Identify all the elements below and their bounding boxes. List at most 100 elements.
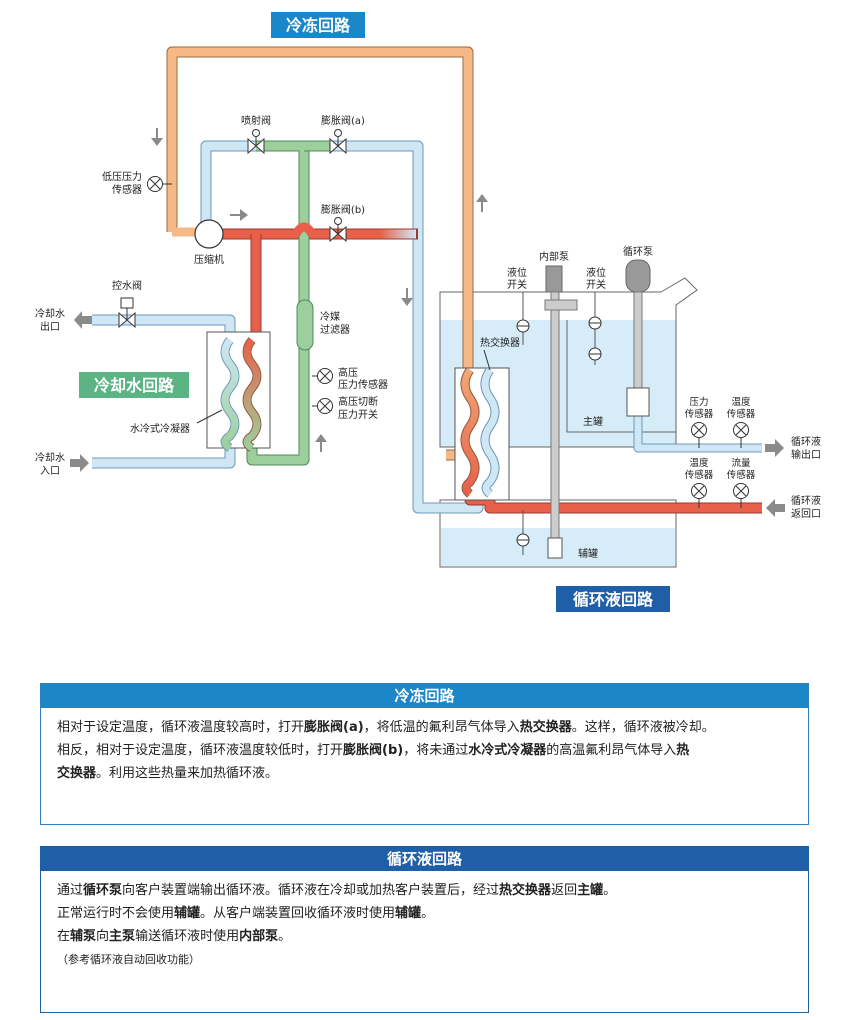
liquid-line-pipe bbox=[246, 140, 330, 466]
label-injection-valve: 喷射阀 bbox=[241, 114, 271, 127]
circulating-note: （参考循环液自动回收功能） bbox=[57, 953, 200, 966]
text-segment: 返回 bbox=[551, 883, 578, 898]
circulating-line-3: 在辅泵向主泵输送循环液时使用内部泵。 bbox=[57, 925, 792, 948]
label-fluid-return-1: 循环液 bbox=[791, 494, 821, 507]
label-circulation-pump: 循环泵 bbox=[623, 245, 653, 258]
title-refrigeration: 冷冻回路 bbox=[286, 16, 351, 35]
label-high-pressure-switch-1: 高压切断 bbox=[338, 395, 378, 408]
low-pressure-sensor-icon bbox=[147, 176, 172, 192]
text-segment: 通过 bbox=[57, 883, 84, 898]
label-flow-sensor-1: 流量 bbox=[731, 457, 751, 469]
label-pressure-sensor-2: 传感器 bbox=[685, 408, 714, 420]
refrigeration-line-3: 交换器。利用这些热量来加热循环液。 bbox=[57, 762, 792, 785]
bold-segment: 热 bbox=[676, 743, 690, 758]
arrow-right-icon bbox=[70, 454, 89, 472]
circulating-line-1: 通过循环泵向客户装置端输出循环液。循环液在冷却或加热客户装置后，经过热交换器返回… bbox=[57, 879, 792, 902]
arrow-up-icon bbox=[476, 194, 488, 212]
label-temp-sensor-bottom-1: 温度 bbox=[689, 457, 709, 469]
label-temp-sensor-top-1: 温度 bbox=[731, 396, 751, 408]
label-temp-sensor-top-2: 传感器 bbox=[727, 408, 756, 420]
label-level-switch-left-2: 开关 bbox=[507, 278, 527, 291]
title-circulating: 循环液回路 bbox=[573, 590, 654, 609]
text-segment: ，将未通过 bbox=[403, 743, 469, 758]
level-switch-aux bbox=[516, 510, 530, 555]
bold-segment: 循环泵 bbox=[83, 883, 123, 898]
refrigeration-line-2: 相反，相对于设定温度，循环液温度较低时，打开膨胀阀(b)，将未通过水冷式冷凝器的… bbox=[57, 739, 792, 762]
system-diagram: 冷冻回路 冷却水回路 循环液回路 喷射阀 膨胀阀(a) 膨胀阀(b) 低压压力 … bbox=[35, 12, 821, 612]
hot-gas-pipe bbox=[222, 228, 418, 346]
circulating-panel: 循环液回路 通过循环泵向客户装置端输出循环液。循环液在冷却或加热客户装置后，经过… bbox=[40, 846, 809, 1013]
label-aux-tank: 辅罐 bbox=[578, 547, 598, 560]
label-level-switch-right-1: 液位 bbox=[586, 266, 606, 279]
flow-sensor-icon bbox=[733, 483, 749, 508]
water-cooled-condenser bbox=[206, 331, 271, 452]
bold-segment: 热交换器 bbox=[519, 720, 572, 735]
label-flow-sensor-2: 传感器 bbox=[727, 469, 756, 481]
label-level-switch-right-2: 开关 bbox=[586, 278, 606, 291]
label-main-tank: 主罐 bbox=[583, 415, 603, 428]
text-segment: 输送循环液时使用 bbox=[135, 929, 240, 944]
label-high-pressure-sensor-1: 高压 bbox=[338, 366, 358, 379]
label-fluid-out-1: 循环液 bbox=[791, 435, 821, 448]
label-cooling-water-out-2: 出口 bbox=[40, 320, 60, 333]
label-internal-pump: 内部泵 bbox=[539, 250, 569, 263]
title-box-refrigeration bbox=[271, 12, 365, 38]
circulating-line-2: 正常运行时不会使用辅罐。从客户端装置回收循环液时使用辅罐。 bbox=[57, 902, 792, 925]
flow-arrows bbox=[70, 128, 785, 517]
level-switch-left bbox=[516, 292, 530, 345]
title-cooling-water: 冷却水回路 bbox=[94, 376, 175, 395]
arrow-left-icon bbox=[74, 311, 92, 329]
label-heat-exchanger: 热交换器 bbox=[480, 336, 520, 349]
pipe-crossover bbox=[292, 222, 316, 237]
text-segment: 在 bbox=[57, 929, 71, 944]
label-low-pressure-sensor-1: 低压压力 bbox=[102, 170, 142, 183]
compressor-icon bbox=[194, 219, 224, 249]
water-control-valve-icon bbox=[118, 297, 136, 329]
text-segment: ，将低温的氟利昂气体导入 bbox=[363, 720, 520, 735]
circulating-panel-body: 通过循环泵向客户装置端输出循环液。循环液在冷却或加热客户装置后，经过热交换器返回… bbox=[41, 871, 808, 971]
high-pressure-sensor-icon bbox=[312, 368, 333, 384]
title-box-cooling-water bbox=[79, 372, 189, 398]
text-segment: 。 bbox=[603, 883, 617, 898]
text-segment: 向 bbox=[96, 929, 110, 944]
refrigerant-filter-icon bbox=[296, 299, 314, 351]
label-compressor: 压缩机 bbox=[194, 253, 224, 266]
label-level-switch-left-1: 液位 bbox=[507, 266, 527, 279]
circulating-panel-header: 循环液回路 bbox=[41, 847, 808, 871]
text-segment: 正常运行时不会使用 bbox=[57, 906, 175, 921]
arrow-down-icon bbox=[401, 288, 413, 306]
temp-sensor-top-icon bbox=[733, 422, 749, 448]
text-segment: 相对于设定温度，循环液温度较高时，打开 bbox=[57, 720, 305, 735]
label-expansion-valve-b: 膨胀阀(b) bbox=[321, 203, 365, 216]
arrow-down-icon bbox=[151, 128, 163, 146]
label-cooling-water-out-1: 冷却水 bbox=[35, 307, 65, 320]
internal-pump bbox=[544, 265, 578, 559]
text-segment: 。利用这些热量来加热循环液。 bbox=[96, 766, 279, 781]
arrow-left-icon bbox=[766, 499, 785, 517]
refrigeration-panel-header: 冷冻回路 bbox=[41, 684, 808, 708]
text-segment: 。这样，循环液被冷却。 bbox=[571, 720, 715, 735]
label-refrigerant-filter-1: 冷媒 bbox=[320, 310, 340, 323]
label-water-control-valve: 控水阀 bbox=[112, 279, 142, 292]
title-box-circulating bbox=[556, 586, 670, 612]
temp-sensor-bottom-icon bbox=[691, 483, 707, 508]
label-pressure-sensor-1: 压力 bbox=[689, 396, 708, 408]
bold-segment: 辅泵 bbox=[70, 929, 97, 944]
arrow-right-icon bbox=[765, 439, 784, 457]
arrow-up-icon bbox=[315, 434, 327, 452]
refrigeration-line-1: 相对于设定温度，循环液温度较高时，打开膨胀阀(a)，将低温的氟利昂气体导入热交换… bbox=[57, 716, 792, 739]
label-fluid-out-2: 输出口 bbox=[791, 448, 821, 461]
label-high-pressure-switch-2: 压力开关 bbox=[338, 408, 378, 421]
label-temp-sensor-bottom-2: 传感器 bbox=[685, 469, 714, 481]
label-water-condenser: 水冷式冷凝器 bbox=[130, 422, 190, 435]
pressure-sensor-icon bbox=[691, 422, 707, 448]
bold-segment: 膨胀阀(b) bbox=[343, 743, 404, 758]
heat-exchanger bbox=[454, 367, 510, 501]
expansion-valve-a-icon bbox=[329, 129, 347, 155]
arrow-right-icon bbox=[230, 209, 248, 221]
refrigeration-panel-body: 相对于设定温度，循环液温度较高时，打开膨胀阀(a)，将低温的氟利昂气体导入热交换… bbox=[41, 708, 808, 785]
bold-segment: 热交换器 bbox=[499, 883, 552, 898]
label-fluid-return-2: 返回口 bbox=[791, 508, 821, 520]
bold-segment: 辅罐 bbox=[395, 906, 422, 921]
bold-segment: 辅罐 bbox=[174, 906, 201, 921]
